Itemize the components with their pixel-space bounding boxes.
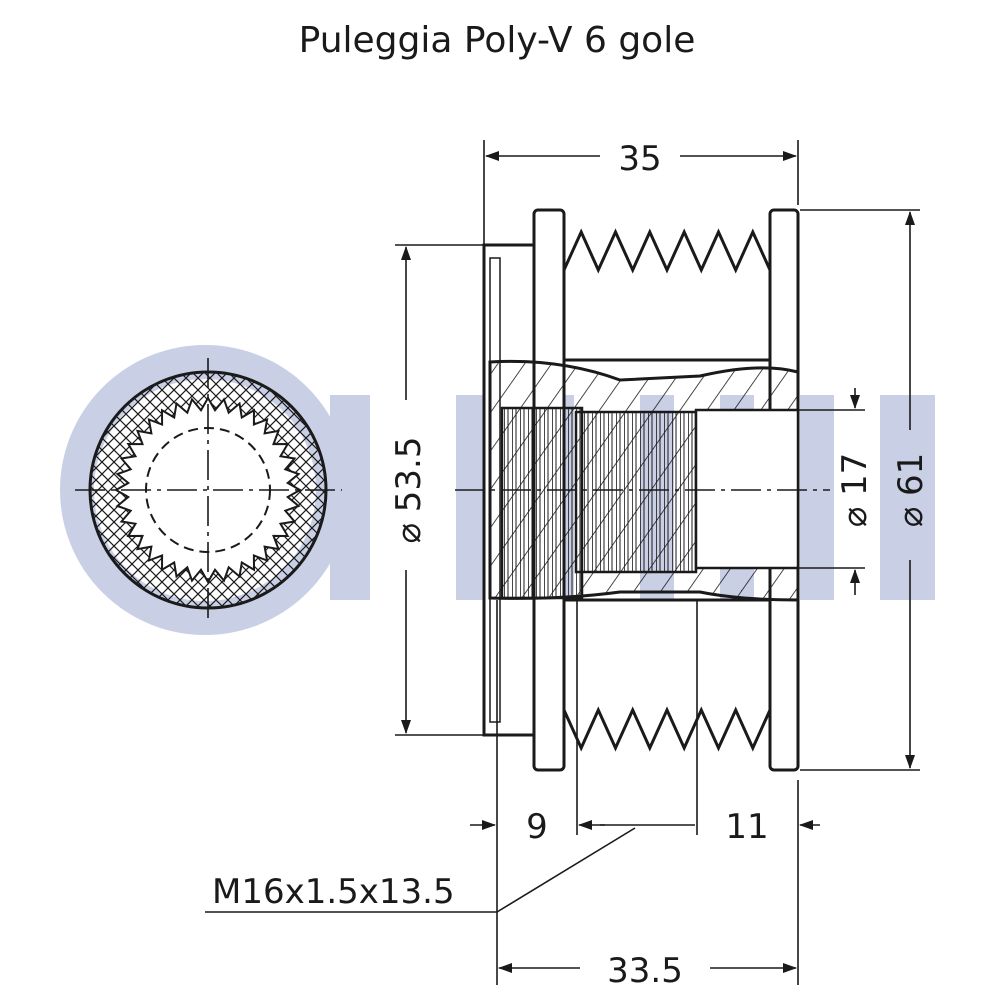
groove-profile-top [562,228,772,362]
dim-diameter-bore: ⌀ 17 [835,453,875,528]
bore-pocket [694,408,800,570]
drawing-title: Puleggia Poly-V 6 gole [299,20,696,61]
side-section-view [455,208,830,772]
dim-hub-width: 33.5 [607,951,683,991]
dim-diameter-outer: ⌀ 61 [891,453,931,528]
dim-thread-length: 9 [526,807,548,847]
dim-total-width: 35 [618,139,661,179]
dim-thread-spec: M16x1.5x13.5 [212,872,455,912]
dim-diameter-body: ⌀ 53.5 [389,437,429,544]
spline-bore [574,410,698,574]
threaded-bore [500,406,584,600]
groove-profile-bottom [562,598,772,752]
dimension-lines [205,140,920,985]
dim-bore-depth: 11 [725,807,768,847]
front-view [75,358,342,622]
